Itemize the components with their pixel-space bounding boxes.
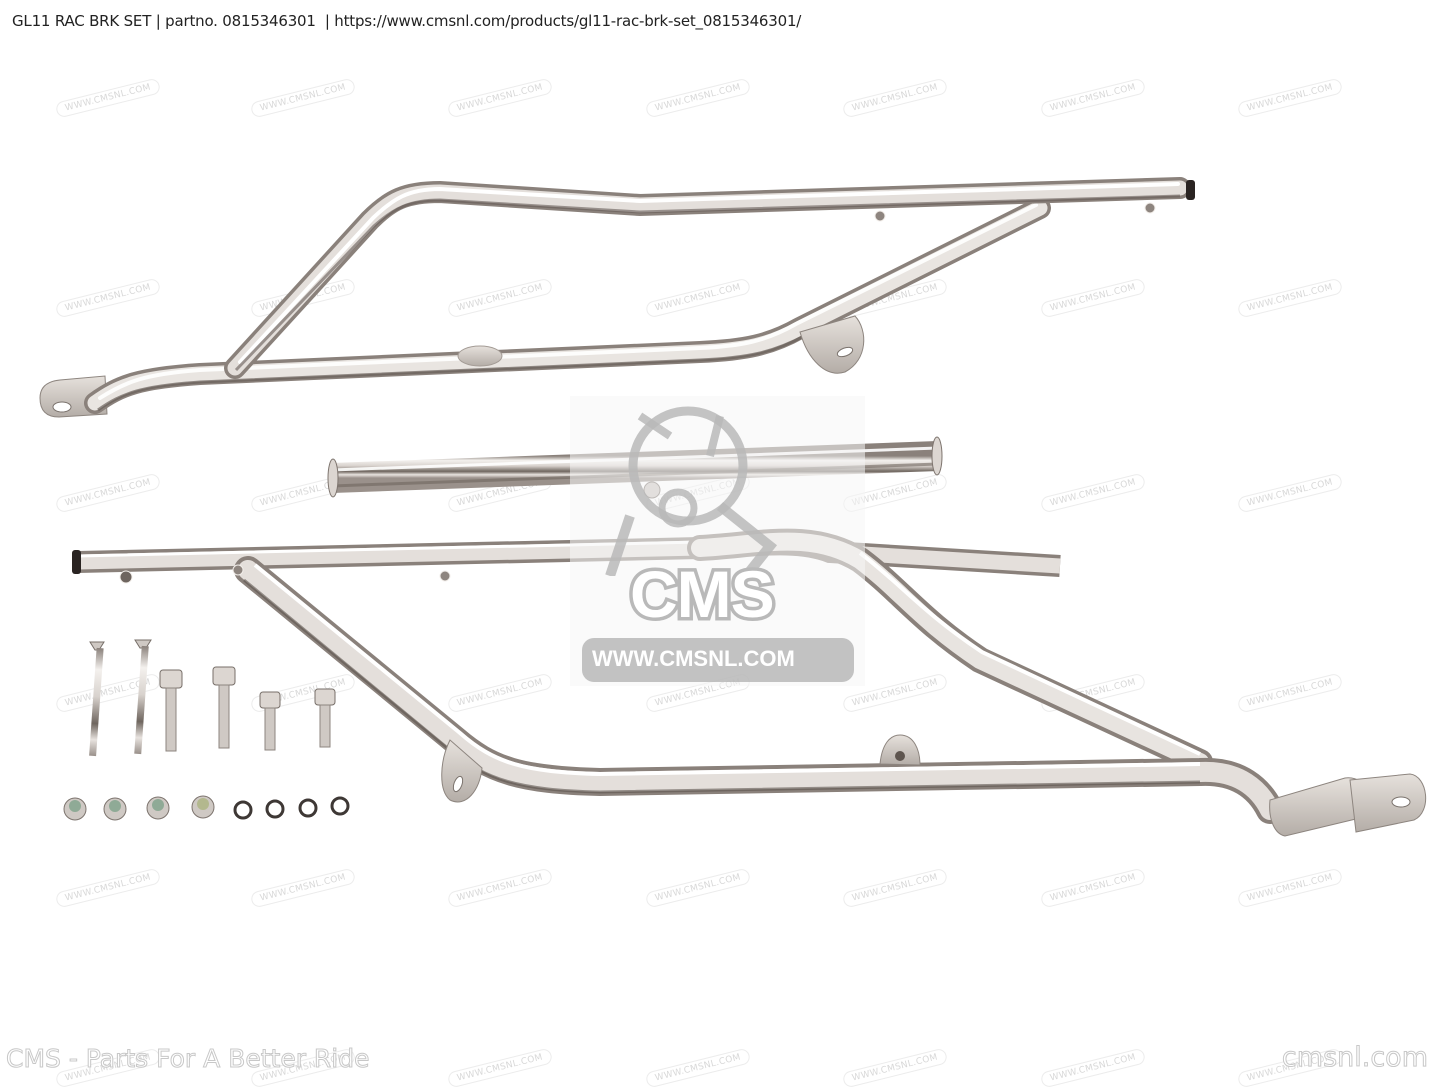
logo-url-text: WWW.CMSNL.COM [592,646,795,671]
cms-logo-watermark: CMS WWW.CMSNL.COM [570,396,865,686]
washer [265,799,285,819]
page-caption: GL11 RAC BRK SET | partno. 0815346301 | … [12,12,801,30]
mechanic-mascot-icon [605,406,778,576]
medium-flange-bolt [159,669,183,752]
caption-separator: | [315,12,335,30]
nylon-lock-nut [103,797,127,821]
washer [233,800,253,820]
part-number: partno. 0815346301 [165,12,316,30]
nylon-lock-nut [146,796,170,820]
nylon-lock-nut [191,795,215,819]
medium-flange-bolt [212,666,236,749]
bolt-set [89,639,336,757]
logo-url-badge [582,638,854,682]
long-countersunk-bolt [134,639,152,755]
short-flange-bolt [314,688,336,748]
logo-brand-text: CMS [627,554,779,635]
long-countersunk-bolt [89,641,105,757]
nylon-lock-nut [63,797,87,821]
footer-tagline: CMS - Parts For A Better Ride [6,1044,371,1074]
lower-right-mounting-tab [1349,773,1427,833]
washer [330,796,350,816]
short-flange-bolt [259,691,281,751]
footer-domain[interactable]: cmsnl.com [1281,1042,1428,1074]
product-url[interactable]: https://www.cmsnl.com/products/gl11-rac-… [334,12,802,30]
nut-and-washer-set [63,795,350,821]
upper-side-bracket [39,177,1195,418]
product-title: GL11 RAC BRK SET [12,12,152,30]
washer [298,798,318,818]
caption-separator: | [151,12,166,30]
